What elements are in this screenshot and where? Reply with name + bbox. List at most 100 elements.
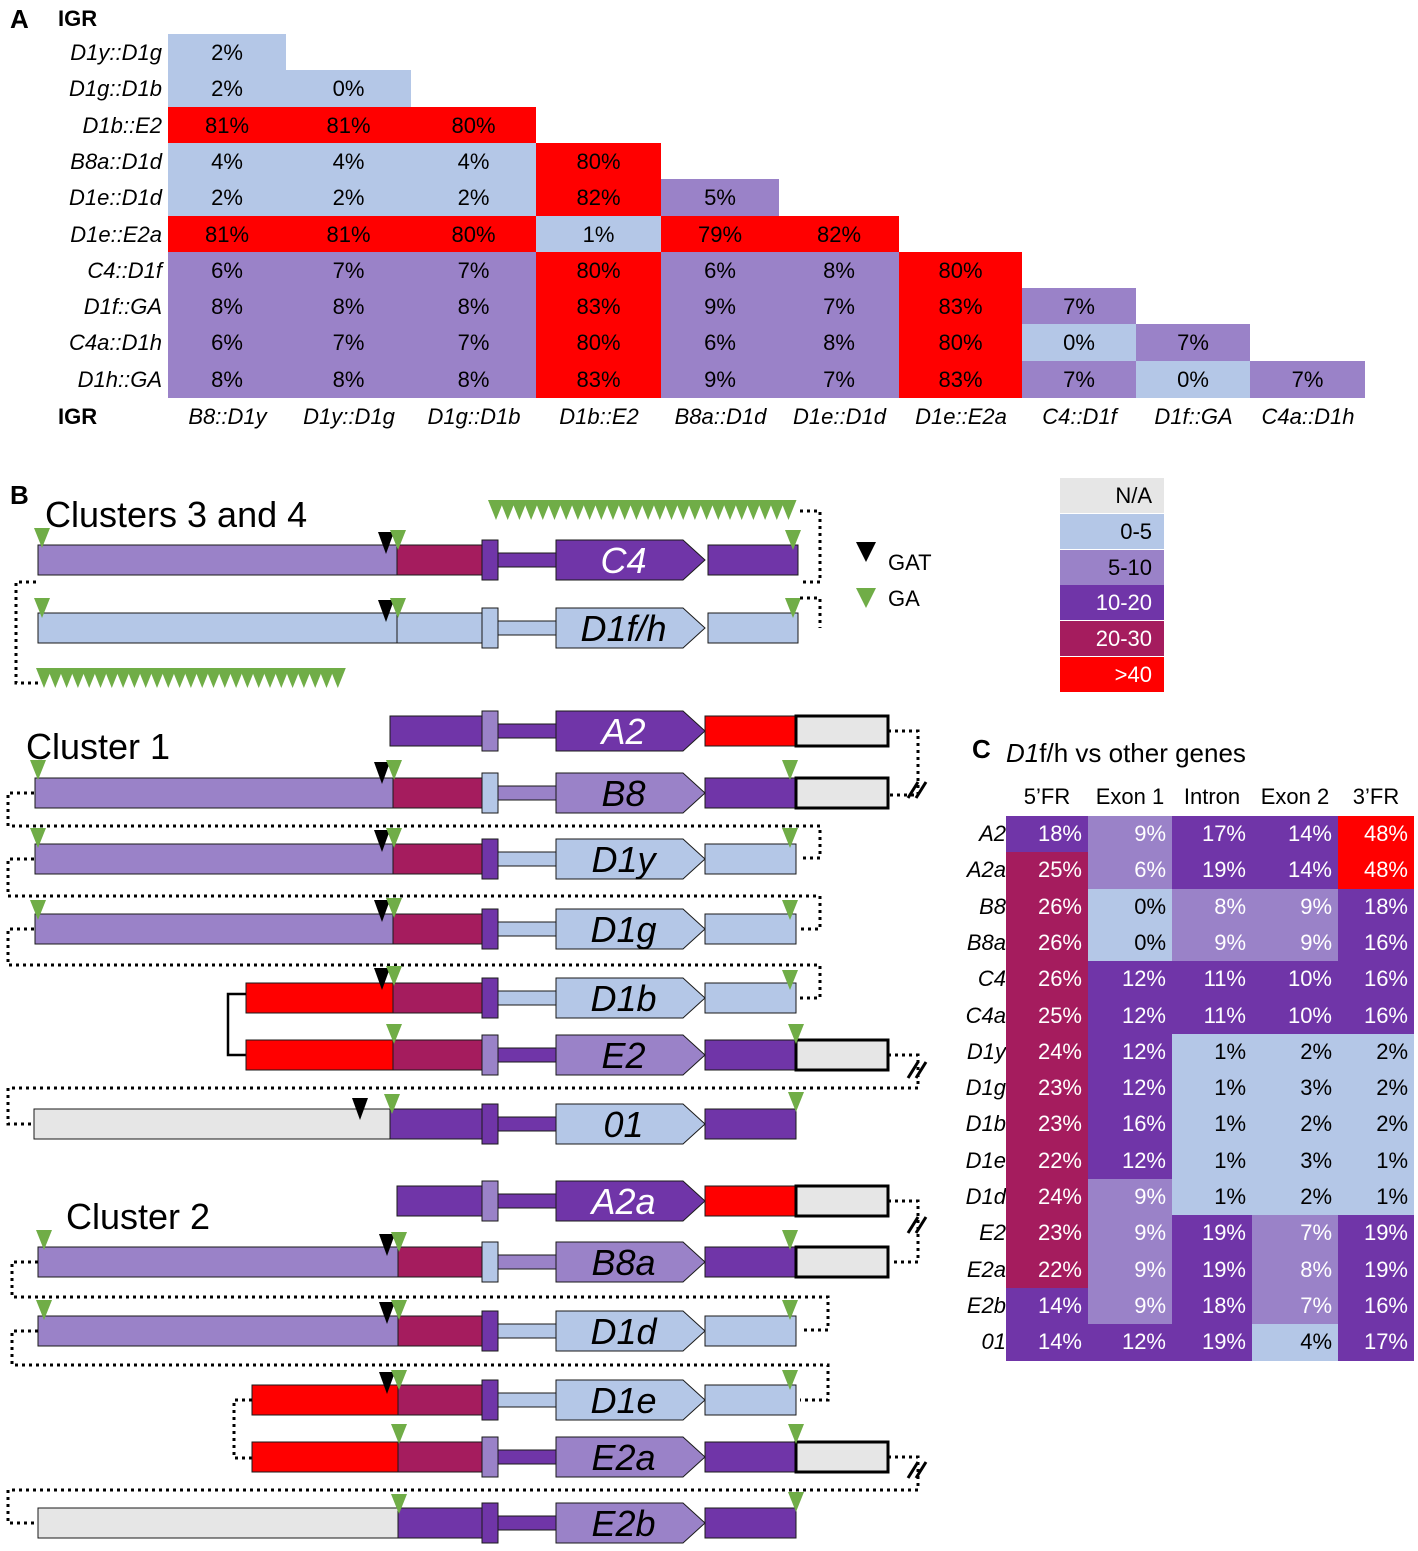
exon-2-arrow [555,772,706,814]
exon-1-junction [481,539,499,581]
exon-1 [397,1507,483,1539]
ga-repeat-icon [698,500,715,520]
three-prime-flank [704,715,797,747]
three-prime-flank [704,1246,797,1278]
ga-repeat-icon [534,500,551,520]
igr-cell: 80% [536,142,661,180]
gene-label-e2: E2 [601,1035,645,1076]
dotted-connector [6,857,822,931]
panel-c-cell: 25% [1006,997,1088,1035]
panel-c-cell: 2% [1338,1106,1414,1144]
exon-1-junction [481,1436,499,1478]
igr-cell: 7% [1136,324,1250,362]
panel-c-cell: 7% [1252,1215,1338,1253]
panel-c-cell: 17% [1338,1324,1414,1362]
ga-repeat-icon [126,668,143,688]
igr-cell: 7% [286,324,411,362]
break-mark [914,1461,928,1479]
exon-2-arrow [555,710,706,752]
ga-triangle-icon [30,900,46,920]
panel-c-row-label-d1e: D1e [965,1147,1006,1173]
gene-label-c4: C4 [600,540,646,581]
igr-cell: 80% [899,324,1022,362]
panel-c-cell: 25% [1006,852,1088,890]
exon-1 [397,1246,483,1278]
gat-triangle-icon [379,1302,395,1324]
three-prime-flank [704,777,797,809]
panel-c-cell: 23% [1006,1106,1088,1144]
ga-repeat-icon [228,668,245,688]
igr-cell: 2% [168,179,286,217]
exon-1-junction [481,1379,499,1421]
panel-c-cell: 1% [1338,1142,1414,1180]
cluster-1-title: Cluster 1 [26,726,171,767]
five-prime-flank [396,1185,483,1217]
dotted-connector [888,729,920,797]
panel-c-cell: 12% [1088,1324,1172,1362]
panel-c-cell: 9% [1088,1179,1172,1216]
panel-c-cell: 1% [1172,1106,1252,1144]
gene-label-a2a: A2a [589,1181,655,1222]
panel-c-cell: 18% [1338,888,1414,926]
triangle-legend-icons [856,542,876,608]
exon-1-junction [481,1502,499,1544]
three-prime-na-box [794,1440,890,1474]
exon-1 [397,1315,483,1347]
panel-c-cell: 12% [1088,961,1172,999]
exon-2-arrow [555,908,706,950]
exon-1-junction [481,772,499,814]
five-prime-flank [251,1441,399,1473]
igr-cell: 4% [286,142,411,180]
igr-cell: 80% [536,251,661,289]
gene-label-d1y: D1y [591,839,657,880]
intron [497,990,557,1006]
panel-c-cell: 19% [1172,1251,1252,1289]
ga-triangle-icon [391,1232,407,1252]
ga-triangle-icon [386,1024,402,1044]
panel-c-cell: 2% [1252,1179,1338,1216]
panel-b-letter: B [10,480,29,510]
igr-row-label-b8a-d1d: B8a::D1d [70,148,162,174]
break-mark [914,1216,928,1234]
ga-repeat-icon [722,500,738,520]
five-prime-flank [34,843,394,875]
break-mark [906,781,920,799]
three-prime-flank [704,1441,797,1473]
legend-item-0-5: 0-5 [1060,513,1164,549]
gene-label-d1g: D1g [590,909,656,950]
panel-c-cell: 26% [1006,924,1088,962]
gat-triangle-icon [374,900,390,922]
gene-label-d1e: D1e [590,1380,656,1421]
intron [497,620,557,636]
ga-repeat-icon [284,668,301,688]
ga-triangle-icon [390,530,406,550]
ga-repeat-icon [295,668,312,688]
ga-repeat-icon [686,500,703,520]
igr-cell: 4% [168,142,286,180]
cluster-2-title: Cluster 2 [66,1196,211,1237]
igr-cell: 4% [411,142,536,180]
gene-label-01: 01 [603,1104,643,1145]
panel-c-cell: 23% [1006,1215,1088,1253]
panel-c-cell: 48% [1338,852,1414,890]
igr-cell: 9% [661,360,779,398]
ga-triangle-icon [856,588,876,608]
panel-c-cell: 9% [1252,924,1338,962]
panel-c-row-label-b8: B8 [979,893,1006,919]
panel-c-cell: 11% [1172,997,1252,1035]
igr-col-label-d1e-e2a: D1e::E2a [915,404,1007,429]
ga-triangle-icon [785,598,801,618]
igr-cell: 8% [779,324,899,362]
ga-repeat-icon [115,668,132,688]
ga-repeat-icon [69,668,86,688]
igr-cell: 8% [411,288,536,326]
panel-c-cell: 26% [1006,888,1088,926]
panel-c-cell: 24% [1006,1179,1088,1216]
igr-cell: 83% [536,360,661,398]
panel-c-cell: 16% [1338,924,1414,962]
igr-cell: 81% [286,215,411,253]
igr-cell: 7% [1022,288,1136,326]
gat-triangle-icon [378,600,394,622]
ga-repeat-icon [616,500,633,520]
panel-c-cell: 9% [1172,924,1252,962]
